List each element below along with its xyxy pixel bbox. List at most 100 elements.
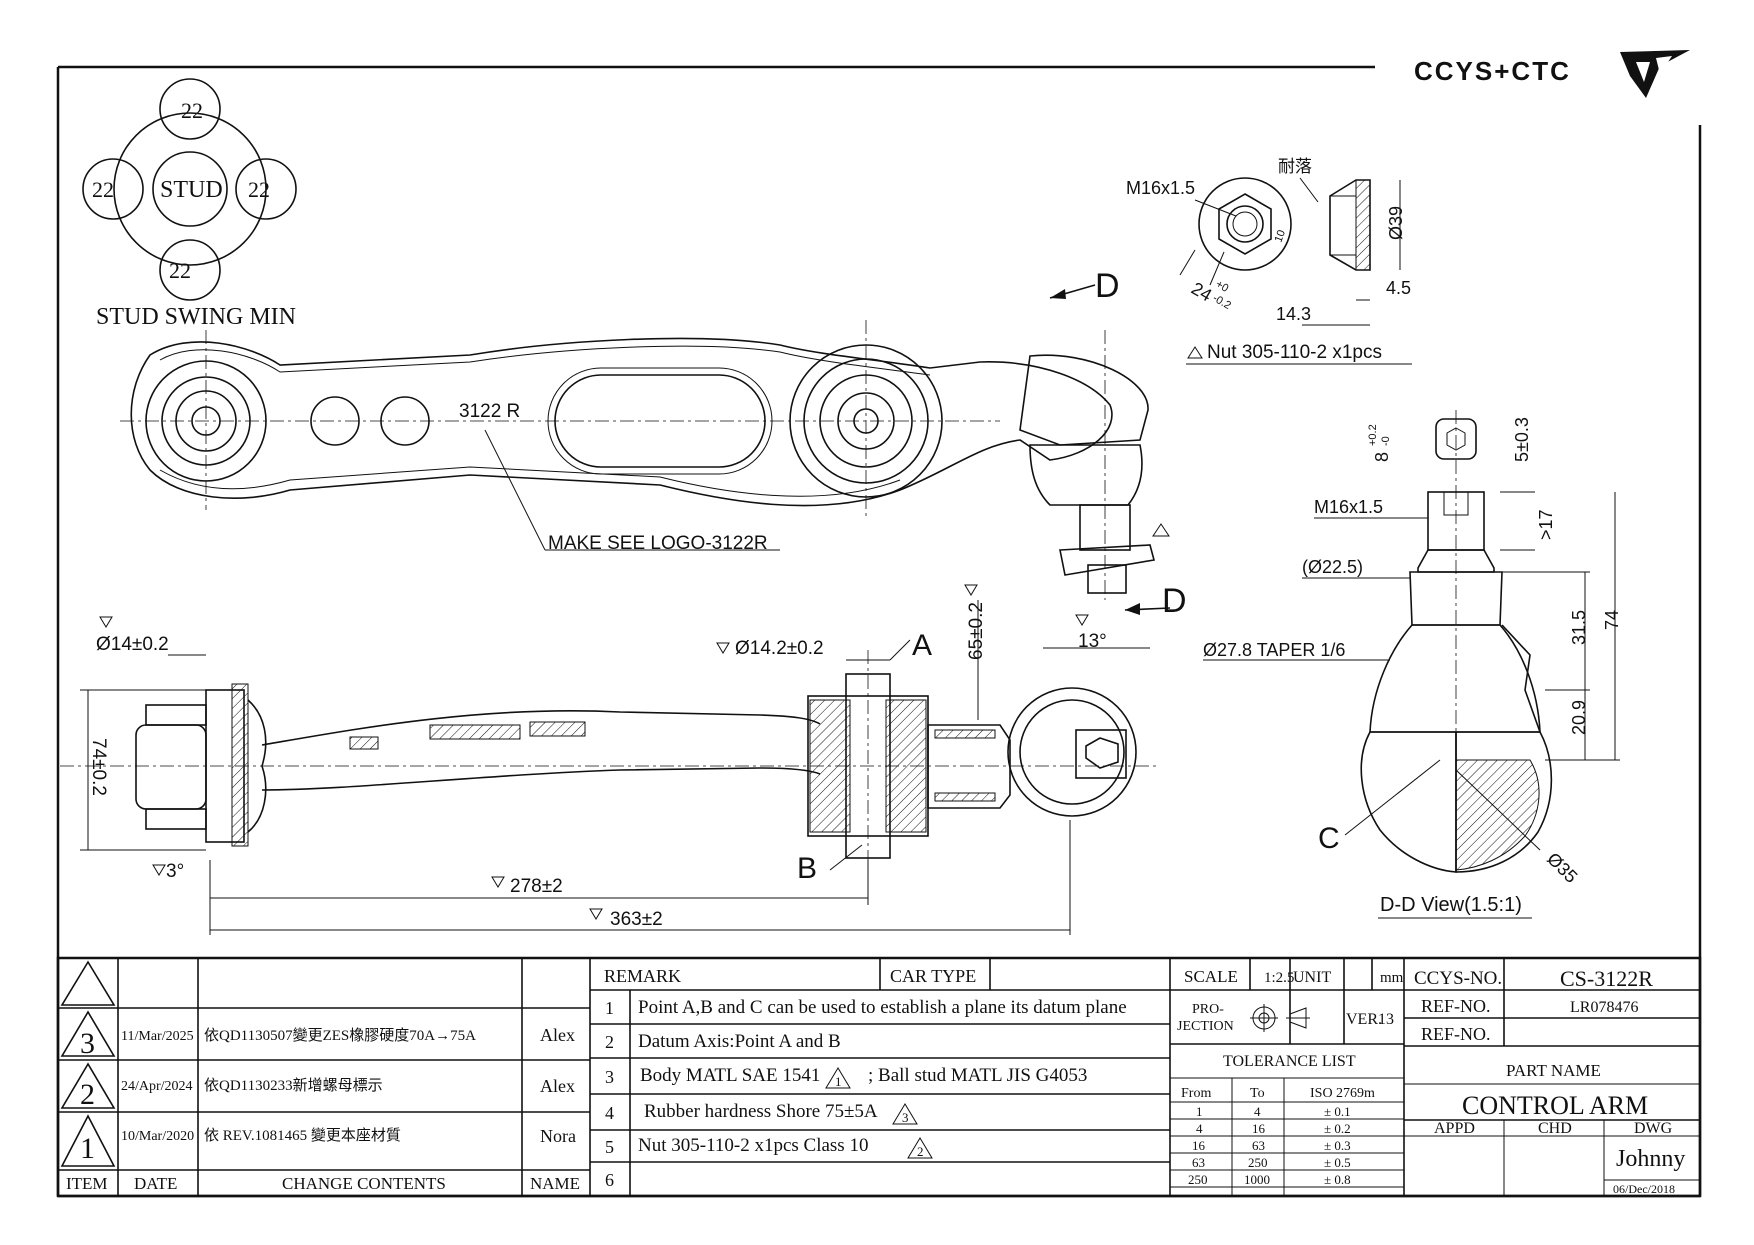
table-cell: 16 xyxy=(1192,1138,1206,1153)
rev-name: Nora xyxy=(540,1126,576,1146)
dim-angle3: 3° xyxy=(166,861,184,882)
dwg-label: DWG xyxy=(1634,1120,1673,1137)
rev-item: 2 xyxy=(80,1078,95,1111)
table-cell: 4 xyxy=(1254,1104,1261,1119)
swing-right: 22 xyxy=(248,177,270,202)
tol-header-from: From xyxy=(1181,1086,1211,1101)
stud-swing-caption: STUD SWING MIN xyxy=(96,304,296,330)
table-cell: 1 xyxy=(1196,1104,1203,1119)
table-cell: ± 0.2 xyxy=(1324,1121,1351,1136)
ccys-number: CS-3122R xyxy=(1560,966,1653,991)
remark-text: Body MATL SAE 1541 xyxy=(640,1065,820,1086)
dd-h74: 74 xyxy=(1602,610,1622,630)
part-name-label: PART NAME xyxy=(1506,1061,1601,1080)
side-view: Ø14±0.2 74±0.2 3° Ø14.2±0.2 A B 65±0.2 1… xyxy=(60,584,1160,935)
rev-header-name: NAME xyxy=(530,1174,580,1193)
rev-name: Alex xyxy=(540,1025,575,1045)
unit-label: UNIT xyxy=(1293,969,1331,986)
nut-af-tol-upper: +0 xyxy=(1214,278,1231,295)
title-block-grid xyxy=(56,956,1702,1198)
table-cell: 63 xyxy=(1192,1155,1205,1170)
table-cell: 250 xyxy=(1248,1155,1268,1170)
nut-note-cn: 耐落 xyxy=(1278,157,1312,176)
table-cell: CCYS+CTC xyxy=(1414,56,1571,86)
dd-d35: Ø35 xyxy=(1543,849,1581,887)
section-label-d-top: D xyxy=(1095,267,1120,305)
projection-label: JECTION xyxy=(1177,1019,1234,1034)
chd-label: CHD xyxy=(1538,1120,1572,1137)
rev-item: 3 xyxy=(80,1027,95,1060)
remark-text: Datum Axis:Point A and B xyxy=(638,1031,841,1052)
nut-detail: M16x1.5 耐落 10 24 +0 -0.2 Ø39 4.5 14.3 Nu… xyxy=(1126,157,1412,365)
ver-value: 13 xyxy=(1378,1011,1394,1028)
dd-taper: Ø27.8 TAPER 1/6 xyxy=(1203,640,1345,660)
label-c: C xyxy=(1318,822,1340,855)
rev-contents: 依QD1130507變更ZES橡膠硬度70A→75A xyxy=(204,1027,476,1044)
table-cell: 1000 xyxy=(1244,1172,1270,1187)
rev-date: 24/Apr/2024 xyxy=(121,1079,193,1094)
rev-contents: 依 REV.1081465 變更本座材質 xyxy=(204,1126,401,1144)
hex-tol-lower: -0 xyxy=(1380,436,1392,446)
car-type-label: CAR TYPE xyxy=(890,966,976,986)
remark-extra: ; Ball stud MATL JIS G4053 xyxy=(868,1065,1087,1086)
stud-swing-diagram: 22 22 STUD 22 22 STUD SWING MIN xyxy=(82,78,297,330)
ref-label: REF-NO. xyxy=(1421,996,1491,1016)
table-cell: 63 xyxy=(1252,1138,1265,1153)
nut-class-mark: 10 xyxy=(1273,228,1288,244)
tolerance-title: TOLERANCE LIST xyxy=(1223,1053,1356,1070)
rev-contents: 依QD1130233新增螺母標示 xyxy=(204,1077,383,1094)
dd-thread: M16x1.5 xyxy=(1314,497,1383,517)
dim-d14: Ø14±0.2 xyxy=(96,634,169,655)
remark-text: Point A,B and C can be used to establish… xyxy=(638,997,1127,1018)
tol-header-to: To xyxy=(1250,1086,1265,1101)
table-cell: ± 0.8 xyxy=(1324,1172,1351,1187)
appd-label: APPD xyxy=(1434,1120,1475,1137)
revision-table: 3 11/Mar/2025 依QD1130507變更ZES橡膠硬度70A→75A… xyxy=(66,1025,580,1193)
spec-block: SCALE 1:2.5 UNIT mm PRO- JECTION VER. 13… xyxy=(1177,967,1404,1187)
tol-header-iso: ISO 2769m xyxy=(1310,1086,1375,1101)
rev-name: Alex xyxy=(540,1076,575,1096)
ver-label: VER. xyxy=(1346,1011,1382,1028)
swing-center: STUD xyxy=(160,177,223,203)
section-label-d-bottom: D xyxy=(1162,582,1187,620)
svg-text:PRO-: PRO- xyxy=(1192,1002,1224,1017)
remark-no: 4 xyxy=(605,1103,614,1123)
remark-no: 6 xyxy=(605,1170,614,1190)
label-b: B xyxy=(797,852,817,885)
remark-text: Rubber hardness Shore 75±5A xyxy=(644,1101,878,1122)
remark-mark: 3 xyxy=(902,1110,909,1125)
dim-h65: 65±0.2 xyxy=(966,602,987,660)
scale-value: 1:2.5 xyxy=(1264,970,1294,986)
hex-size: 8 xyxy=(1372,452,1392,462)
remark-mark: 2 xyxy=(917,1144,924,1159)
nut-thread: M16x1.5 xyxy=(1126,178,1195,198)
label-a: A xyxy=(912,629,932,662)
swing-left: 22 xyxy=(92,177,114,202)
remark-no: 3 xyxy=(605,1067,614,1087)
dd-title: D-D View(1.5:1) xyxy=(1380,894,1522,916)
title-block: CCYS-NO. CS-3122R REF-NO. LR078476 REF-N… xyxy=(1414,966,1685,1196)
hex-depth: 5±0.3 xyxy=(1512,417,1532,462)
brand-logo: CCYS+CTC xyxy=(1414,50,1690,98)
remark-no: 1 xyxy=(605,998,614,1018)
rev-header-date: DATE xyxy=(134,1174,177,1193)
table-cell: 16 xyxy=(1252,1121,1266,1136)
top-view: 3122 R MAKE SEE LOGO-3122R D D xyxy=(120,267,1187,620)
dd-min17: >17 xyxy=(1536,509,1556,540)
remark-text: Nut 305-110-2 x1pcs Class 10 xyxy=(638,1135,868,1156)
dd-d22: (Ø22.5) xyxy=(1302,557,1363,577)
drawing-date: 06/Dec/2018 xyxy=(1613,1182,1675,1196)
remark-mark: 1 xyxy=(835,1074,842,1089)
table-cell: ± 0.5 xyxy=(1324,1155,1351,1170)
remarks-table: REMARK CAR TYPE 1 Point A,B and C can be… xyxy=(604,966,1127,1190)
dd-h31: 31.5 xyxy=(1569,610,1589,645)
nut-callout: Nut 305-110-2 x1pcs xyxy=(1207,342,1382,363)
remark-no: 5 xyxy=(605,1137,614,1157)
part-name: CONTROL ARM xyxy=(1462,1091,1648,1120)
nut-flange: 4.5 xyxy=(1386,278,1411,298)
nut-dia: Ø39 xyxy=(1386,206,1406,240)
dim-d142: Ø14.2±0.2 xyxy=(735,638,824,659)
dd-h20: 20.9 xyxy=(1569,700,1589,735)
logo-note: MAKE SEE LOGO-3122R xyxy=(548,533,768,554)
